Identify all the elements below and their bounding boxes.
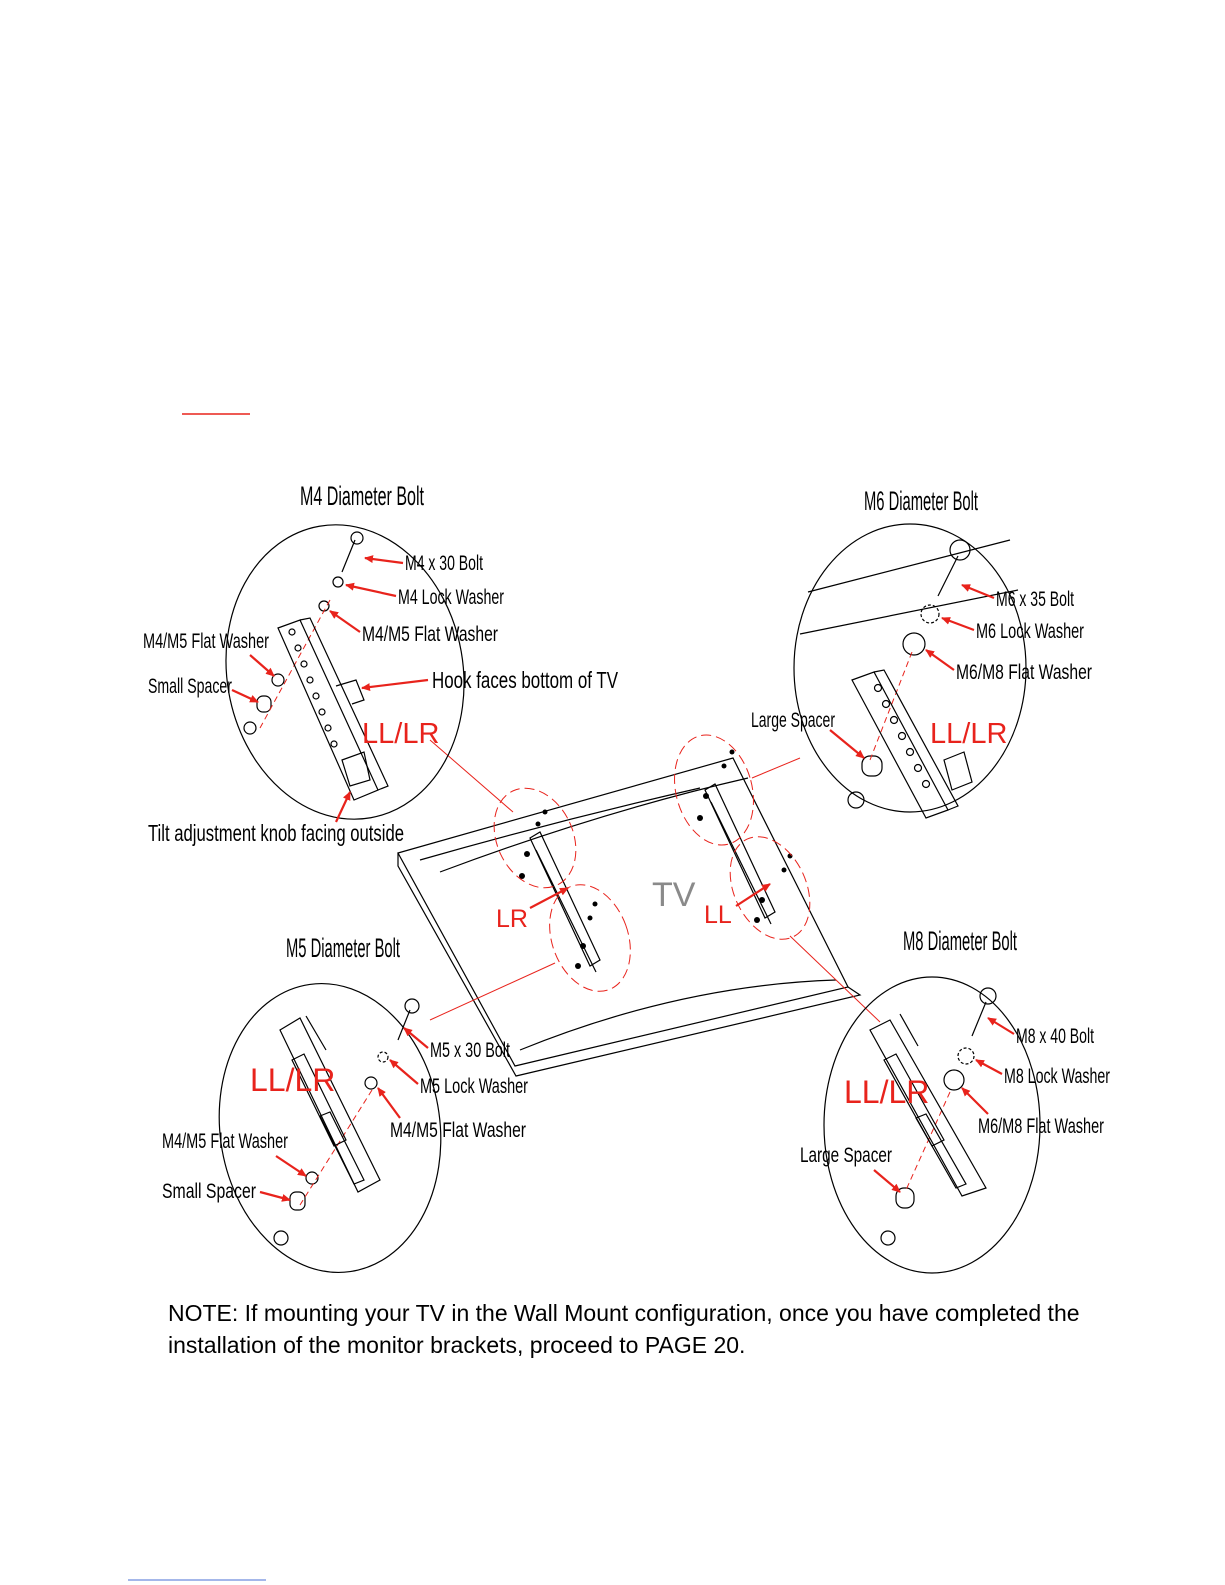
detail-circle-top-left (493, 787, 577, 889)
m6-lock-washer-icon (920, 604, 940, 624)
m4-small-spacer-label: Small Spacer (148, 675, 232, 698)
m8-bolt-label: M8 x 40 Bolt (1016, 1025, 1094, 1048)
m5-nut-icon (273, 1230, 289, 1246)
m4-flat-washer-2-label: M4/M5 Flat Washer (143, 630, 269, 653)
tv-panel: TV (397, 757, 862, 1077)
m8-position-code: LL/LR (844, 1074, 929, 1110)
zoom-circle-m5 (218, 982, 442, 1274)
m8-bracket-plate (869, 1019, 987, 1197)
m4-flat-washer-icon (318, 600, 330, 612)
bracket-right (697, 749, 793, 925)
m4-lock-washer-label: M4 Lock Washer (398, 586, 504, 609)
m4-position-code: LL/LR (362, 718, 439, 750)
m6-bolt-label: M6 x 35 Bolt (996, 588, 1074, 611)
detail-circle-top-right (674, 734, 754, 846)
detail-circle-bottom-left (549, 884, 631, 992)
m4-flat-washer-2-icon (271, 673, 285, 687)
installation-note: NOTE: If mounting your TV in the Wall Mo… (168, 1297, 1128, 1361)
m4-hook-label: Hook faces bottom of TV (432, 667, 618, 693)
m4-lock-washer-icon (332, 576, 344, 588)
m5-flat-washer-2-label: M4/M5 Flat Washer (162, 1130, 288, 1153)
m6-large-spacer-label: Large Spacer (751, 709, 835, 732)
m4-bolt-icon (341, 531, 364, 573)
m5-bolt-label: M5 x 30 Bolt (430, 1039, 510, 1062)
zoom-circle-m6 (793, 523, 1027, 813)
note-line-2: installation of the monitor brackets, pr… (168, 1332, 746, 1358)
callout-m5-title: M5 Diameter Bolt (286, 933, 400, 963)
callout-m4: M4 Diameter Bolt M4 x 30 Bolt M4 Lock Wa… (143, 481, 618, 846)
m6-large-spacer-icon (861, 755, 883, 777)
m5-bolt-icon (397, 998, 420, 1041)
m4-nut-icon (243, 721, 257, 735)
zoom-circle-m8 (823, 976, 1041, 1274)
bracket-left (519, 809, 601, 973)
m6-bolt-icon (937, 539, 971, 597)
detail-circle-bottom-right (729, 836, 811, 940)
m4-small-spacer-icon (256, 695, 272, 713)
m8-lock-washer-icon (957, 1047, 975, 1065)
m5-flat-washer-icon (364, 1076, 378, 1090)
bracket-label-left: LR (496, 905, 528, 933)
m4-bolt-label: M4 x 30 Bolt (405, 552, 483, 575)
m5-lock-washer-label: M5 Lock Washer (420, 1075, 528, 1098)
m5-small-spacer-label: Small Spacer (162, 1180, 256, 1203)
m8-flat-washer-icon (943, 1069, 965, 1091)
callout-m8-title: M8 Diameter Bolt (903, 926, 1017, 956)
m8-lock-washer-label: M8 Lock Washer (1004, 1065, 1110, 1088)
callout-m6: M6 Diameter Bolt M6 x 35 Bolt M6 Lock Wa… (751, 486, 1092, 819)
note-line-1: NOTE: If mounting your TV in the Wall Mo… (168, 1300, 1080, 1326)
callout-m8: M8 Diameter Bolt M8 x 40 Bolt M8 Lock Wa… (800, 926, 1110, 1274)
m5-position-code: LL/LR (250, 1062, 335, 1098)
m4-bracket-plate (277, 617, 389, 801)
m8-large-spacer-label: Large Spacer (800, 1144, 892, 1167)
zoom-circle-m4 (225, 524, 465, 820)
m6-position-code: LL/LR (930, 718, 1007, 750)
m8-threaded-rod-icon (899, 1013, 919, 1047)
m5-flat-washer-label: M4/M5 Flat Washer (390, 1119, 526, 1142)
tv-label: TV (652, 876, 696, 914)
m8-nut-icon (880, 1230, 896, 1246)
m5-lock-washer-icon (377, 1051, 389, 1063)
m6-flat-washer-icon (902, 632, 926, 656)
m6-flat-washer-label: M6/M8 Flat Washer (956, 661, 1092, 684)
callout-m6-title: M6 Diameter Bolt (864, 486, 978, 516)
m5-bracket-plate (279, 1017, 381, 1193)
m6-bracket-plate (851, 669, 973, 819)
m5-flat-washer-2-icon (305, 1171, 319, 1185)
m8-large-spacer-icon (895, 1187, 915, 1209)
m4-flat-washer-label: M4/M5 Flat Washer (362, 623, 498, 646)
m4-tilt-knob-label: Tilt adjustment knob facing outside (148, 820, 404, 846)
callout-m4-title: M4 Diameter Bolt (300, 481, 424, 511)
m8-flat-washer-label: M6/M8 Flat Washer (978, 1115, 1104, 1138)
m5-threaded-rod-icon (305, 1015, 327, 1051)
m8-bolt-icon (971, 987, 997, 1037)
callout-m5: M5 Diameter Bolt M5 x 30 Bolt M5 Lock Wa… (162, 933, 528, 1274)
bracket-label-right: LL (704, 901, 732, 929)
m6-nut-icon (847, 791, 865, 809)
m6-lock-washer-label: M6 Lock Washer (976, 620, 1084, 643)
